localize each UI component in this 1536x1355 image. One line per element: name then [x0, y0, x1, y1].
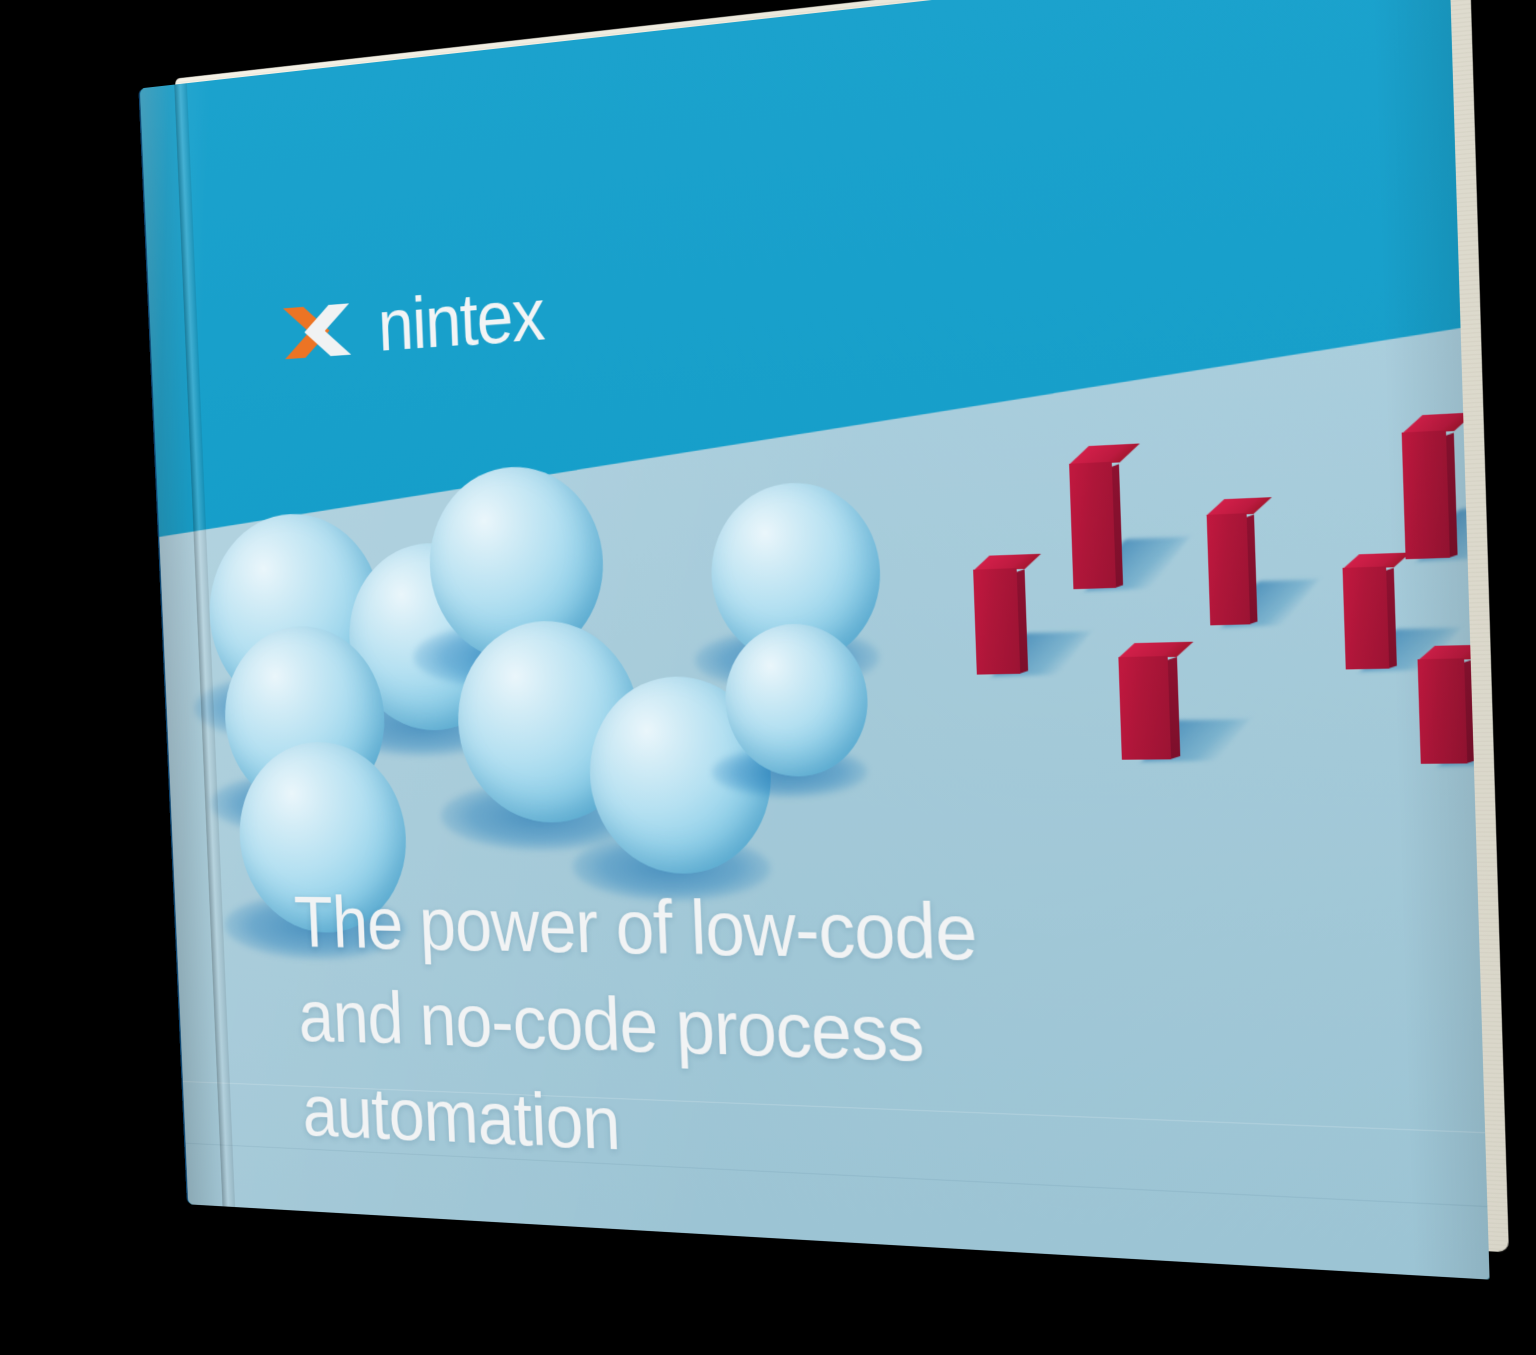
block-front-face [1206, 513, 1251, 626]
nintex-wordmark: nintex [376, 272, 546, 368]
block-side-face [1245, 514, 1258, 625]
block-side-face [1015, 569, 1029, 674]
block-shadow [1141, 719, 1250, 762]
block-shadow [1084, 537, 1190, 592]
block [1206, 497, 1272, 626]
block-top-face [1342, 552, 1411, 569]
block-front-face [1401, 430, 1450, 560]
block-shadow [1221, 579, 1319, 628]
block-top-face [1206, 497, 1272, 516]
block-shadow [992, 631, 1092, 677]
block-front-face [1069, 461, 1117, 590]
nintex-x-icon [276, 283, 358, 379]
block-top-face [1069, 443, 1140, 466]
block-top-face [973, 553, 1041, 571]
block-top-face [1118, 641, 1194, 659]
block [1401, 412, 1476, 560]
block [973, 553, 1041, 675]
block [1069, 443, 1140, 590]
block-shadow [1361, 627, 1461, 672]
block-side-face [1111, 463, 1124, 588]
book-3d: nintex The power of low-code and no-code… [138, 0, 1509, 1282]
block-side-face [1385, 567, 1398, 669]
block-front-face [1342, 566, 1390, 670]
nintex-logo: nintex [276, 268, 546, 379]
block-side-face [1445, 432, 1458, 558]
block [1342, 552, 1411, 670]
block [1417, 644, 1490, 764]
cover-title: The power of low-code and no-code proces… [293, 875, 1314, 1207]
block-front-face [1118, 656, 1172, 760]
block-side-face [1166, 656, 1180, 760]
block [1118, 641, 1194, 760]
block-front-face [973, 568, 1021, 675]
sphere-shadow [710, 745, 869, 798]
block-front-face [1417, 658, 1468, 764]
book-front-cover: nintex The power of low-code and no-code… [139, 0, 1490, 1280]
